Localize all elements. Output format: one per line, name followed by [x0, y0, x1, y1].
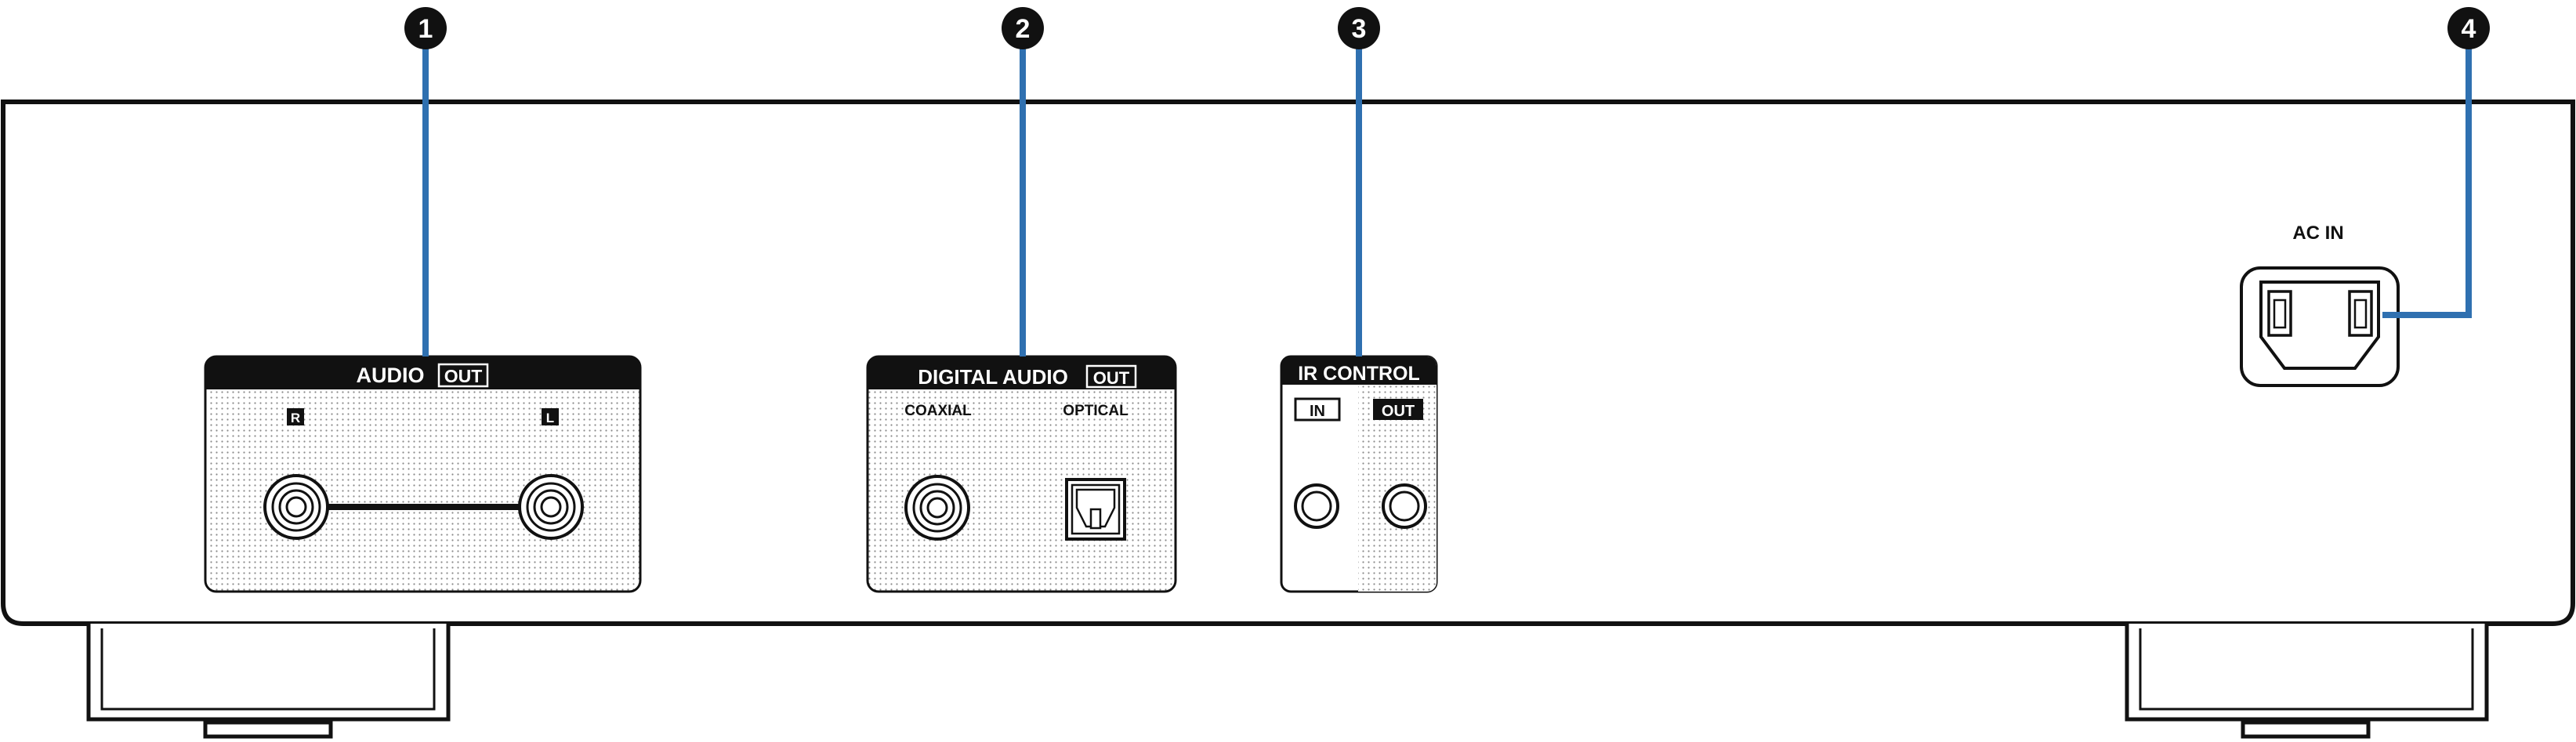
ac-inlet[interactable]	[2240, 266, 2400, 387]
channel-r-tag: R	[291, 411, 300, 425]
digital-audio-out-badge-box	[1085, 364, 1137, 389]
channel-l-tag: L	[546, 411, 554, 425]
rca-link-bar	[312, 504, 533, 510]
ac-in-section: AC IN	[2240, 223, 2400, 387]
callout-badge-4: 4	[2447, 7, 2490, 49]
svg-text:1: 1	[418, 14, 433, 44]
coaxial-label: COAXIAL	[904, 403, 972, 419]
ir-out-tag: OUT	[1382, 403, 1415, 420]
callout-badge-1: 1	[404, 7, 447, 49]
optical-label: OPTICAL	[1063, 403, 1129, 419]
audio-out-panel: AUDIO OUT R L	[204, 355, 642, 593]
leader-line-4	[2382, 33, 2472, 318]
digital-audio-out-badge: OUT	[1093, 368, 1130, 388]
ir-in-tag: IN	[1310, 403, 1325, 420]
rca-jack-left[interactable]	[518, 474, 584, 540]
rca-jack-right[interactable]	[263, 474, 329, 540]
optical-jack[interactable]	[1065, 478, 1126, 541]
audio-out-title: AUDIO	[357, 364, 425, 387]
foot-right	[2125, 624, 2489, 739]
callout-badge-2: 2	[1002, 7, 1044, 49]
digital-audio-out-title: DIGITAL AUDIO	[918, 365, 1068, 389]
ir-control-title: IR CONTROL	[1298, 363, 1420, 385]
ir-in-tag-box	[1294, 397, 1341, 422]
ac-in-label: AC IN	[2292, 223, 2343, 244]
ir-out-jack[interactable]	[1382, 483, 1427, 529]
leader-lines	[422, 33, 2472, 357]
foot-left	[86, 624, 451, 739]
coaxial-jack[interactable]	[904, 475, 970, 541]
audio-out-badge: OUT	[444, 366, 483, 386]
svg-text:3: 3	[1352, 14, 1367, 44]
channel-r-tag-box	[287, 408, 304, 425]
ir-in-jack[interactable]	[1294, 483, 1339, 529]
svg-text:2: 2	[1016, 14, 1031, 44]
audio-out-badge-box	[437, 363, 489, 388]
svg-text:4: 4	[2462, 14, 2476, 44]
digital-audio-out-panel: DIGITAL AUDIO OUT COAXIAL OPTICAL	[866, 355, 1177, 593]
callout-badge-3: 3	[1338, 7, 1380, 49]
channel-l-tag-box	[542, 408, 559, 425]
ir-out-tag-box	[1373, 399, 1423, 420]
ir-control-panel: IR CONTROL IN OUT	[1280, 355, 1438, 593]
